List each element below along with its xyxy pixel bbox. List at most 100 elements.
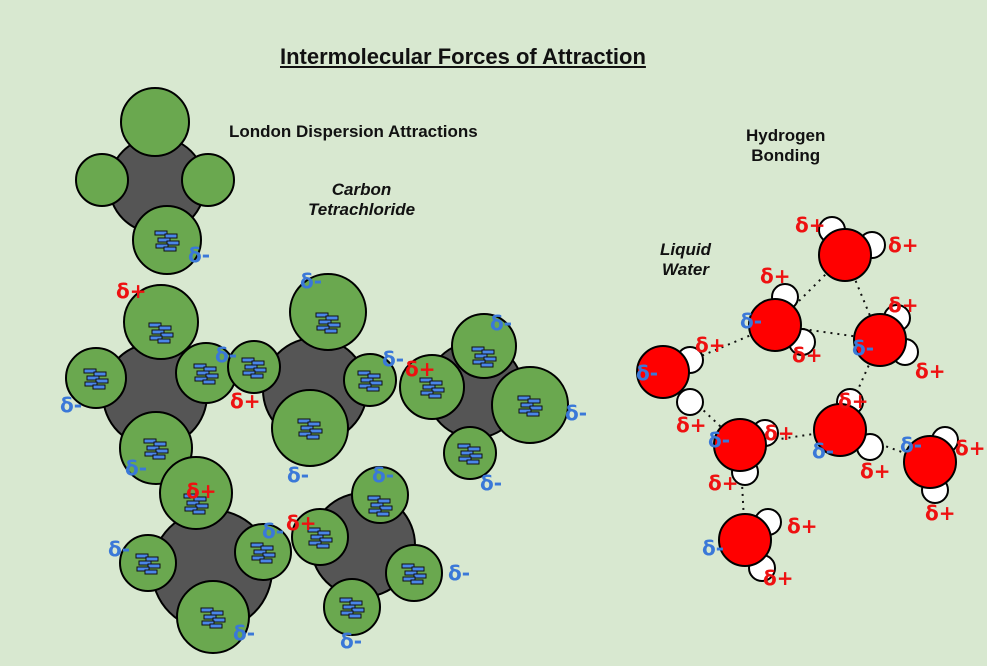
carbon-tetrachloride-label: Carbon Tetrachloride [308,180,415,220]
electron [310,534,324,540]
electron [164,233,178,239]
electron [251,555,265,561]
electron-cloud [143,438,169,460]
delta-minus-symbol: δ- [60,393,82,417]
electron [210,610,224,616]
water-molecule [818,216,886,282]
electron [155,448,169,454]
delta-minus-symbol: δ- [565,401,587,425]
delta-minus-symbol: δ- [480,471,502,495]
electron [319,537,333,543]
electron [209,623,223,629]
electron [367,373,381,379]
electron [367,495,381,501]
electron [145,556,159,562]
liquid-water-label: Liquid Water [660,240,711,280]
electron [92,384,106,390]
ccl4-molecule [399,313,569,480]
delta-minus-symbol: δ- [702,536,724,560]
electron [467,446,481,452]
electron [376,511,390,517]
delta-minus-symbol: δ- [108,537,130,561]
electron [205,373,219,379]
delta-plus-symbol: δ+ [186,479,217,503]
oxygen-atom [748,298,802,352]
electron-cloud [183,493,209,515]
chlorine-atom [289,273,367,351]
electron-cloud [401,563,427,585]
liquid-water-label-line2: Water [662,260,709,279]
electron [193,496,207,502]
electron [262,552,276,558]
electron [200,607,214,613]
london-dispersion-label: London Dispersion Attractions [229,122,478,141]
carbon-tetrachloride-molecules [65,87,569,654]
electron [153,441,167,447]
delta-plus-symbol: δ+ [860,459,891,483]
electron [340,610,354,616]
electron-cloud [367,495,393,517]
electron [136,566,150,572]
electron-cloud [154,230,180,252]
electron [146,445,160,451]
delta-minus-symbol: δ- [300,269,322,293]
electron [351,607,365,613]
delta-minus-symbol: δ- [125,456,147,480]
electron-cloud [135,553,161,575]
electron [472,359,486,365]
electron [307,527,321,533]
electron [300,425,314,431]
electron [192,509,206,515]
delta-plus-symbol: δ+ [838,389,869,413]
electron-cloud [200,607,226,629]
electron [166,240,180,246]
electron [342,604,356,610]
electron [86,375,100,381]
electron [466,459,480,465]
electron [93,371,107,377]
electron-cloud [307,527,333,549]
electron [147,563,161,569]
electron [202,379,216,385]
electron [307,421,321,427]
oxygen-atom [853,313,907,367]
electron [184,506,198,512]
delta-minus-symbol: δ- [188,243,210,267]
ccl4-molecule [119,456,292,654]
delta-plus-symbol: δ+ [792,343,823,367]
liquid-water-label-line1: Liquid [660,240,711,259]
electron [186,500,200,506]
delta-plus-symbol: δ+ [230,389,261,413]
electron [348,613,362,619]
delta-minus-symbol: δ- [448,561,470,585]
electron [250,542,264,548]
water-molecule [636,345,704,416]
electron-cloud [193,363,219,385]
carbon-tetrachloride-label-line2: Tetrachloride [308,200,416,219]
electron [358,383,372,389]
delta-minus-symbol: δ- [215,343,237,367]
electron [135,553,149,559]
delta-plus-symbol: δ+ [286,511,317,535]
electron [160,332,174,338]
electron [183,493,197,499]
electron [308,540,322,546]
electron [194,376,208,382]
electron [201,620,215,626]
electron [349,600,363,606]
delta-minus-symbol: δ- [900,433,922,457]
ccl4-molecule [75,87,235,275]
electron [366,386,380,392]
electron-cloud [83,368,109,390]
water-molecule [718,508,782,582]
electron [339,597,353,603]
hydrogen-atom [676,388,704,416]
delta-plus-symbol: δ+ [795,213,826,237]
electron [242,370,256,376]
electron [244,364,258,370]
delta-plus-symbol: δ+ [888,233,919,257]
electron [471,346,485,352]
delta-plus-symbol: δ+ [116,279,147,303]
electron [480,362,494,368]
electron [315,312,329,318]
